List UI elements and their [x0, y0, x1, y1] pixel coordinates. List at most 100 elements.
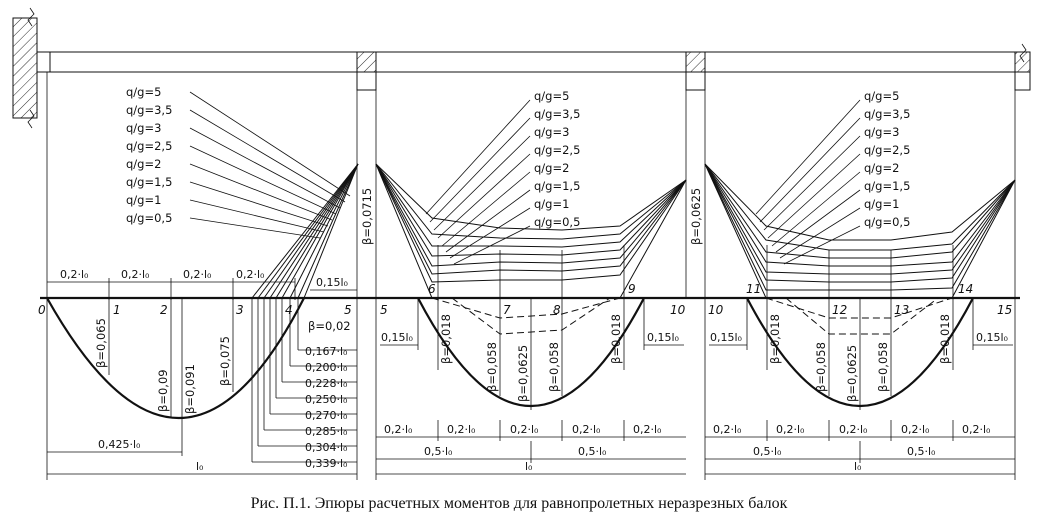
- dim-label: 0,2·l₀: [236, 268, 265, 281]
- dim-label: 0,2·l₀: [510, 423, 539, 436]
- node-label: 8: [553, 303, 561, 317]
- column-support-1: [356, 51, 377, 91]
- load-ratio-label: q/g=3,5: [534, 107, 580, 121]
- dim-label: 0,15l₀: [316, 276, 349, 289]
- dim-label: 0,15l₀: [976, 331, 1009, 344]
- span2-diagram: [375, 99, 687, 475]
- beta-label: β=0,018: [609, 314, 623, 364]
- node-label: 9: [628, 282, 636, 296]
- dim-label: l₀: [854, 460, 862, 473]
- span1-dimensions: 0,2·l₀ 0,2·l₀ 0,2·l₀ 0,2·l₀ 0,15l₀ 0,167…: [60, 268, 349, 473]
- node-label: 12: [832, 303, 847, 317]
- figure-caption: Рис. П.1. Эпюры расчетных моментов для р…: [251, 495, 788, 512]
- dim-label: 0,15l₀: [647, 331, 680, 344]
- dim-label: 0,339·l₀: [305, 457, 348, 470]
- dim-label: 0,250·l₀: [305, 393, 348, 406]
- dim-label: 0,5·l₀: [753, 445, 782, 458]
- load-ratio-label: q/g=0,5: [534, 215, 580, 229]
- load-ratio-label: q/g=1,5: [534, 179, 580, 193]
- load-ratio-label: q/g=1: [864, 197, 899, 211]
- load-ratio-label: q/g=2,5: [864, 143, 910, 157]
- node-label: 15: [997, 303, 1012, 317]
- wall-support: [12, 17, 38, 119]
- dim-label: 0,285·l₀: [305, 425, 348, 438]
- dim-label: l₀: [196, 460, 204, 473]
- dim-label: 0,425·l₀: [98, 438, 141, 451]
- load-ratio-label: q/g=3: [126, 121, 161, 135]
- node-label: 10: [708, 303, 724, 317]
- dim-label: 0,2·l₀: [384, 423, 413, 436]
- dim-label: 0,200·l₀: [305, 361, 348, 374]
- load-ratio-label: q/g=0,5: [864, 215, 910, 229]
- span1-diagram: [46, 91, 359, 480]
- span2-dimensions: 0,15l₀ 0,15l₀ 0,2·l₀ 0,2·l₀ 0,2·l₀ 0,2·l…: [381, 331, 680, 473]
- span3-diagram: [704, 99, 1016, 475]
- beta-label: β=0,091: [183, 364, 197, 414]
- span3-beta-labels: β=0,018 β=0,058 β=0,0625 β=0,058 β=0,018: [768, 314, 952, 402]
- node-label: 13: [894, 303, 909, 317]
- load-ratio-label: q/g=2: [126, 157, 161, 171]
- node-label: 0: [38, 303, 46, 317]
- dim-label: l₀: [525, 460, 533, 473]
- dim-label: 0,2·l₀: [901, 423, 930, 436]
- dim-label: 0,2·l₀: [121, 268, 150, 281]
- beta-label: β=0,058: [876, 342, 890, 392]
- load-ratio-label: q/g=5: [534, 89, 569, 103]
- dim-label: 0,15l₀: [381, 331, 414, 344]
- node-label: 5: [380, 303, 388, 317]
- dim-label: 0,2·l₀: [713, 423, 742, 436]
- beta-label: β=0,058: [814, 342, 828, 392]
- load-ratio-label: q/g=3,5: [126, 103, 172, 117]
- beta-label: β=0,09: [156, 369, 170, 412]
- beta-label: β=0,018: [768, 314, 782, 364]
- beta-label: β=0,065: [94, 318, 108, 368]
- dim-label: 0,2·l₀: [962, 423, 991, 436]
- node-label: 3: [236, 303, 244, 317]
- load-ratio-label: q/g=1,5: [864, 179, 910, 193]
- dim-label: 0,15l₀: [710, 331, 743, 344]
- dim-label: 0,228·l₀: [305, 377, 348, 390]
- load-ratio-label: q/g=2: [534, 161, 569, 175]
- node-label: 4: [285, 303, 293, 317]
- load-ratio-label: q/g=2: [864, 161, 899, 175]
- span2-beta-labels: β=0,018 β=0,058 β=0,0625 β=0,058 β=0,018: [439, 314, 623, 402]
- dim-label: 0,2·l₀: [183, 268, 212, 281]
- load-ratio-label: q/g=3,5: [864, 107, 910, 121]
- dim-label: 0,304·l₀: [305, 441, 348, 454]
- beta-label: β=0,058: [547, 342, 561, 392]
- node-labels: 0 1 2 3 4 5 5 6 7 8 9 10 10 11 12 13 14 …: [38, 282, 1012, 317]
- dim-label: 0,2·l₀: [447, 423, 476, 436]
- dim-label: 0,2·l₀: [776, 423, 805, 436]
- beta-label: β=0,075: [218, 336, 232, 386]
- beta-label: β=0,018: [439, 314, 453, 364]
- load-ratio-labels-span1: q/g=5 q/g=3,5 q/g=3 q/g=2,5 q/g=2 q/g=1,…: [126, 85, 172, 225]
- column-support-2: [685, 51, 706, 91]
- node-label: 7: [503, 303, 511, 317]
- node-label: 5: [344, 303, 352, 317]
- load-ratio-labels-span2: q/g=5 q/g=3,5 q/g=3 q/g=2,5 q/g=2 q/g=1,…: [534, 89, 580, 229]
- beta-label: β=0,0625: [845, 345, 859, 402]
- node-label: 2: [160, 303, 168, 317]
- dim-label: 0,270·l₀: [305, 409, 348, 422]
- beta-label: β=0,018: [938, 314, 952, 364]
- support-beta-label: β=0,0715: [360, 188, 374, 245]
- dim-label: 0,2·l₀: [839, 423, 868, 436]
- load-ratio-label: q/g=1,5: [126, 175, 172, 189]
- load-ratio-label: q/g=2,5: [126, 139, 172, 153]
- load-ratio-label: q/g=0,5: [126, 211, 172, 225]
- beta-label: β=0,0625: [516, 345, 530, 402]
- support-beta-label: β=0,0625: [689, 188, 703, 245]
- dim-label: 0,2·l₀: [60, 268, 89, 281]
- dim-label: 0,5·l₀: [907, 445, 936, 458]
- beta-label: β=0,02: [308, 319, 351, 333]
- load-ratio-label: q/g=3: [534, 125, 569, 139]
- load-ratio-labels-span3: q/g=5 q/g=3,5 q/g=3 q/g=2,5 q/g=2 q/g=1,…: [864, 89, 910, 229]
- node-label: 6: [428, 282, 436, 296]
- node-label: 1: [113, 303, 121, 317]
- load-ratio-label: q/g=3: [864, 125, 899, 139]
- load-ratio-label: q/g=1: [126, 193, 161, 207]
- node-label: 10: [670, 303, 686, 317]
- load-ratio-label: q/g=1: [534, 197, 569, 211]
- node-label: 11: [746, 282, 761, 296]
